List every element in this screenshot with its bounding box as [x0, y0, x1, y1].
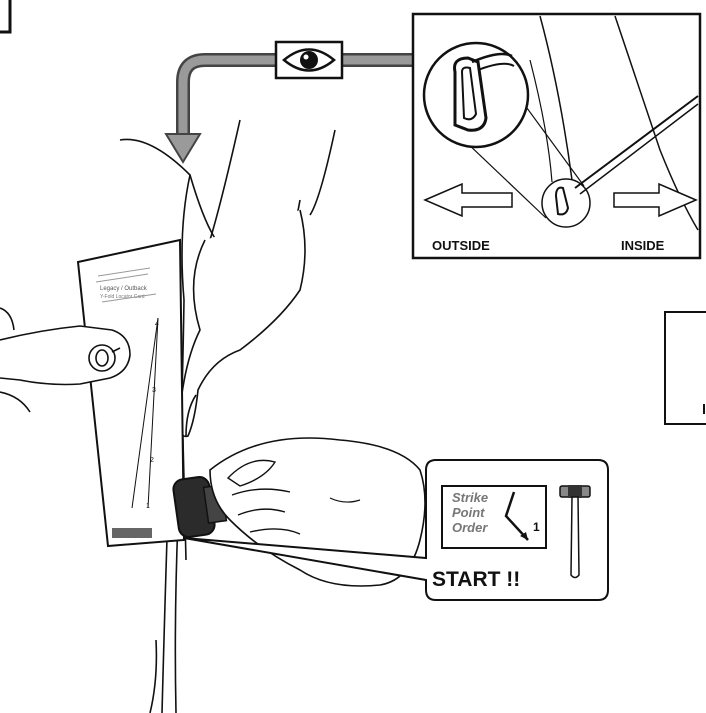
eye-icon: [276, 42, 342, 78]
strike-label: Strike: [452, 490, 488, 505]
strike-number: 1: [533, 520, 540, 534]
order-label: Order: [452, 520, 488, 535]
svg-text:Legacy / Outback: Legacy / Outback: [100, 286, 148, 292]
marker-3: 3: [152, 387, 156, 394]
point-label: Point: [452, 505, 485, 520]
start-label: START !!: [432, 568, 520, 591]
marker-1: 1: [146, 503, 150, 510]
inset-detail-panel: OUTSIDE INSIDE: [413, 14, 700, 258]
partial-frame: [665, 312, 706, 424]
marker-2: 2: [150, 457, 154, 464]
tool-card: Legacy / Outback Y-Fold Locator Card 4 3…: [78, 240, 184, 546]
marker-4: 4: [155, 321, 159, 328]
corner-bracket: [0, 0, 10, 32]
inside-label: INSIDE: [621, 238, 665, 253]
upper-hand: [180, 210, 305, 436]
outside-label: OUTSIDE: [432, 238, 490, 253]
